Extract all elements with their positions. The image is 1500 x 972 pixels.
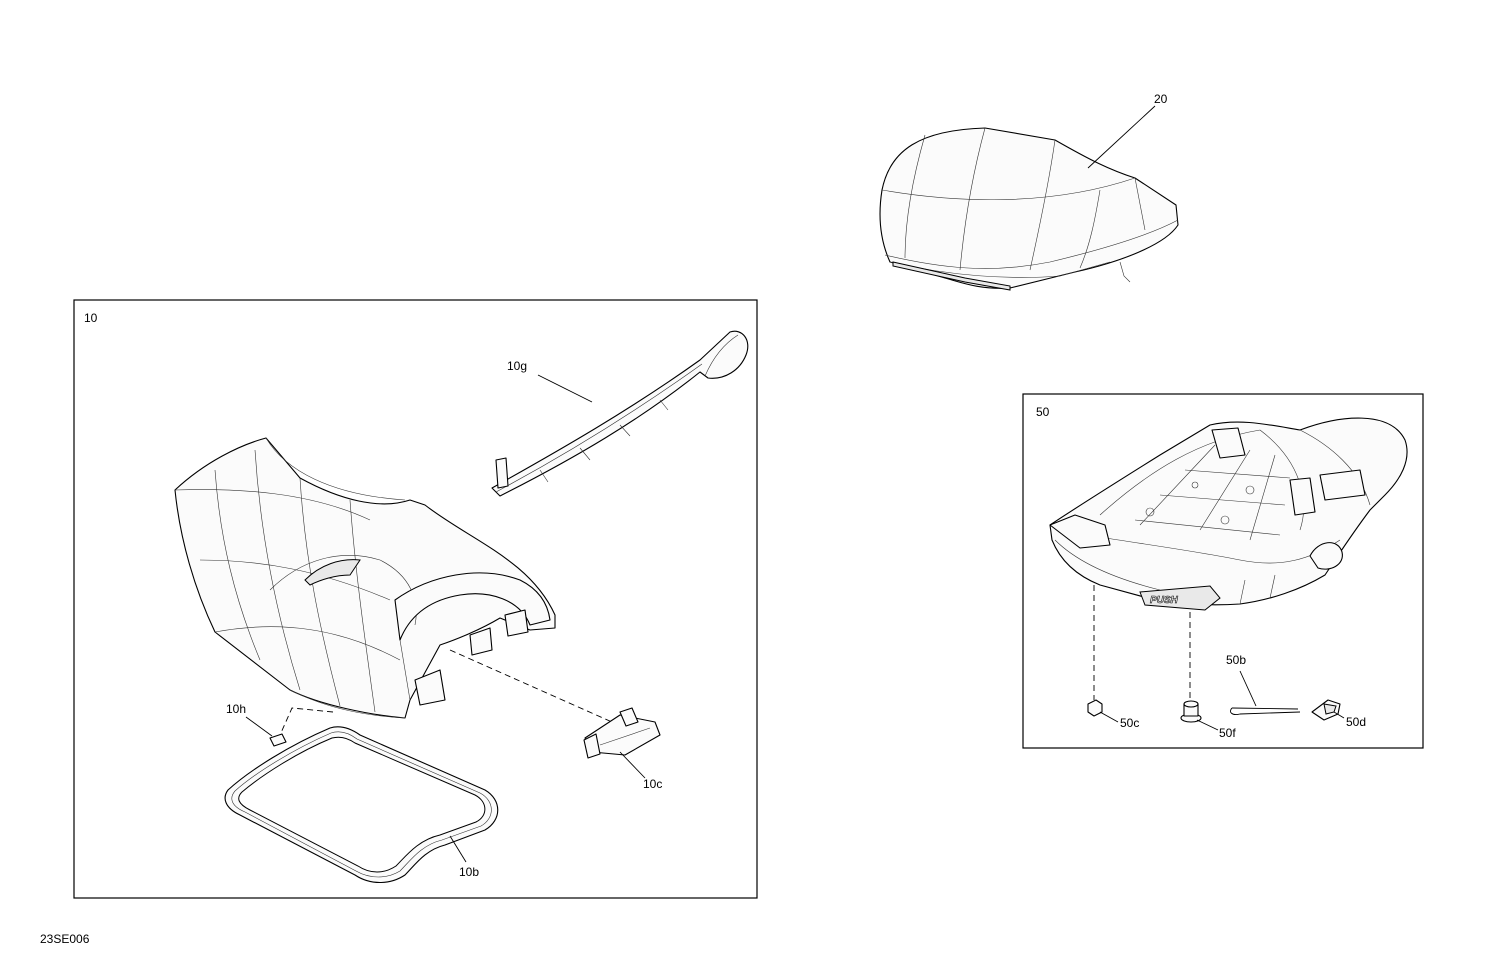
callout-10h: 10h [226,702,246,716]
callout-50: 50 [1036,405,1050,419]
frame-10 [73,299,758,899]
alignment-line-10c [449,649,613,723]
part-20-seat: 20 [879,92,1179,291]
callout-10: 10 [84,311,98,325]
part-50-storage-bin: PUSH [1049,417,1408,611]
leader-line-10h [245,716,273,737]
callout-50c: 50c [1120,716,1139,730]
callout-50d: 50d [1346,715,1366,729]
callout-10g: 10g [507,359,527,373]
leader-line-50d [1333,711,1345,719]
leader-line-10c [619,751,646,779]
part-10c-latch: 10c [583,707,662,791]
part-50d-clip: 50d [1311,699,1366,729]
part-10g-handle: 10g [491,330,749,497]
leader-line-50b [1239,670,1257,707]
drawing-code: 23SE006 [40,932,90,946]
part-50b-pin: 50b [1226,653,1301,715]
part-50c-nut: 50c [1087,699,1139,730]
callout-10b: 10b [459,865,479,879]
callout-50b: 50b [1226,653,1246,667]
part-10-seat-frame [174,437,556,719]
leader-line-20 [1087,105,1156,169]
part-10h-clip: 10h [226,702,287,747]
leader-line-50c [1099,711,1119,723]
leader-line-10b [449,835,467,863]
part-50f-grommet: 50f [1180,700,1236,740]
callout-10c: 10c [643,777,662,791]
part-10b-gasket: 10b [224,726,499,884]
alignment-line-10h [279,707,334,736]
leader-line-10g [537,374,593,403]
leader-line-50f [1196,719,1219,731]
frame-50 [1022,393,1424,749]
callout-50f: 50f [1219,726,1236,740]
callout-20: 20 [1154,92,1168,106]
push-marking: PUSH [1150,595,1179,606]
